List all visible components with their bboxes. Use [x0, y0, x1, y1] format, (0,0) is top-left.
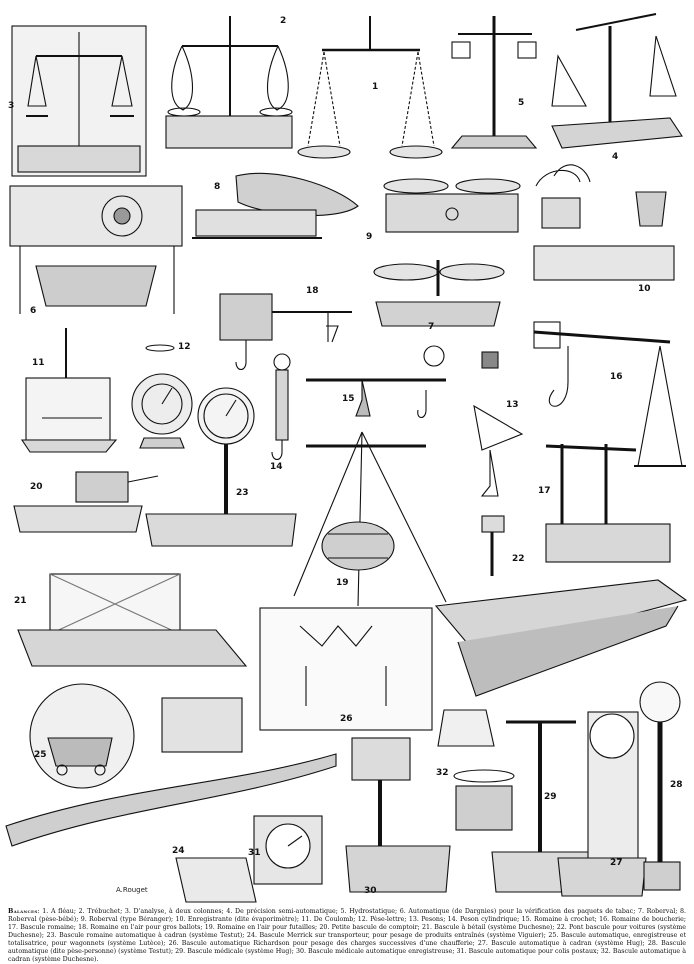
balance-precision	[551, 13, 683, 149]
balance-coulomb	[20, 328, 118, 453]
balance-dial-testut	[145, 387, 297, 547]
figure-number: 26	[340, 714, 353, 724]
figure-number: 24	[172, 846, 185, 856]
inset-wagonnets	[29, 683, 135, 789]
legend-text: : 1. A fléau; 2. Trébuchet; 3. D'analyse…	[8, 908, 686, 963]
legend-caption: Balances: 1. A fléau; 2. Trébuchet; 3. D…	[8, 908, 686, 963]
balance-hydrostatic	[450, 16, 538, 149]
balance-automatic-tobacco	[9, 185, 183, 314]
figure-number: 3	[8, 101, 15, 111]
balance-analysis-case	[11, 25, 147, 177]
figure-number: 32	[436, 768, 449, 778]
engraver-signature: A.Rouget	[116, 886, 148, 894]
figure-number: 23	[236, 488, 249, 498]
balance-conveyor-merrick	[5, 697, 337, 903]
balance-beam-chains	[297, 16, 443, 159]
figure-number: 27	[610, 858, 623, 868]
figure-number: 5	[518, 98, 525, 108]
balance-roberval-beranger	[383, 178, 521, 233]
balance-pesons	[473, 351, 524, 497]
balance-weighbridge	[434, 579, 688, 697]
balance-hook-steelyard	[306, 345, 446, 419]
figure-number: 7	[428, 322, 435, 332]
balance-column-small	[481, 515, 505, 576]
engraving-plate: 3 2 1 5 4 6 8 9 10 7 18 16 11 12 14 15 1…	[5, 6, 688, 906]
balance-platform-romaine	[545, 444, 671, 563]
figure-number: 4	[612, 152, 619, 162]
figure-number: 18	[306, 286, 319, 296]
figure-number: 14	[270, 462, 283, 472]
balance-cattle-scale	[17, 573, 248, 667]
figure-number: 31	[248, 848, 261, 858]
figure-number: 2	[280, 16, 287, 26]
figure-number: 30	[364, 886, 377, 896]
figure-number: 28	[670, 780, 683, 790]
legend-heading: Balances	[8, 908, 38, 915]
figure-number: 29	[544, 792, 557, 802]
figure-number: 1	[372, 82, 379, 92]
figure-number: 15	[342, 394, 355, 404]
figure-number: 25	[34, 750, 47, 760]
balance-dial-duchesne	[437, 709, 515, 831]
balance-medical-recording	[345, 737, 451, 893]
balance-butcher-steelyard	[533, 321, 686, 467]
balance-roberval	[373, 260, 505, 327]
balance-letter-scale	[131, 344, 193, 449]
detail-inset-richardson	[259, 607, 433, 731]
figure-number: 6	[30, 306, 37, 316]
balance-evaporimeter	[533, 164, 675, 281]
figure-number: 13	[506, 400, 519, 410]
balance-steelyard-bales	[219, 293, 352, 371]
figure-number: 11	[32, 358, 45, 368]
figure-number: 20	[30, 482, 43, 492]
figure-number: 16	[610, 372, 623, 382]
figure-number: 12	[178, 342, 191, 352]
balance-tripod-barrel	[293, 431, 447, 607]
balance-cylindrical-spring	[271, 353, 291, 461]
figure-number: 8	[214, 182, 221, 192]
balance-trebuchet	[165, 16, 293, 149]
figure-number: 19	[336, 578, 349, 588]
figure-number: 10	[638, 284, 651, 294]
figure-number: 21	[14, 596, 27, 606]
figure-number: 17	[538, 486, 551, 496]
balance-person-testut	[639, 681, 681, 891]
figure-number: 22	[512, 554, 525, 564]
figure-number: 9	[366, 232, 373, 242]
balance-counter-scale	[13, 471, 159, 533]
balance-parcel-post	[253, 815, 323, 885]
plate-illustrations	[5, 13, 688, 903]
balance-baby-scale	[192, 172, 359, 239]
balance-dial-hug	[557, 711, 647, 897]
